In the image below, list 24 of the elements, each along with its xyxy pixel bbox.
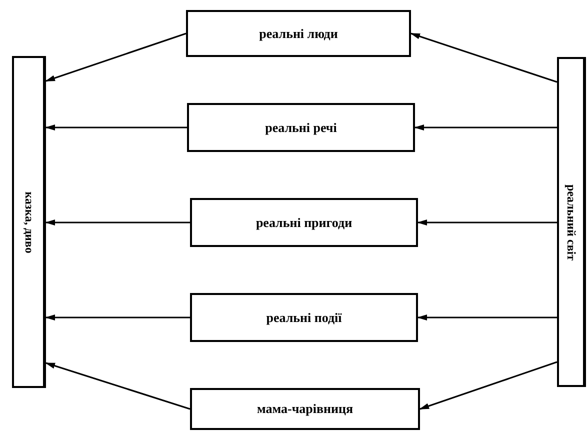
box-label: реальні пригоди (256, 214, 352, 230)
process-box (187, 103, 415, 152)
arrow (410, 32, 558, 83)
box-label: реальний світ (564, 184, 578, 260)
arrow (45, 362, 190, 410)
process-box (557, 57, 586, 387)
box-label: реальні люди (259, 26, 338, 42)
arrow (419, 361, 558, 410)
arrow (45, 124, 187, 130)
box-label: мама-чарівниця (256, 401, 354, 417)
process-box (190, 198, 418, 247)
box-label: реальні речі (265, 120, 337, 136)
arrow (414, 124, 557, 130)
arrow (45, 32, 186, 82)
process-box (190, 388, 420, 430)
arrow (417, 220, 557, 226)
process-box (186, 10, 411, 57)
arrow (417, 314, 557, 320)
arrow (45, 220, 190, 226)
process-box (12, 56, 46, 388)
process-box (190, 293, 418, 342)
arrow (45, 314, 190, 320)
box-label: казка, диво (21, 191, 36, 253)
box-label: реальні події (266, 310, 342, 326)
